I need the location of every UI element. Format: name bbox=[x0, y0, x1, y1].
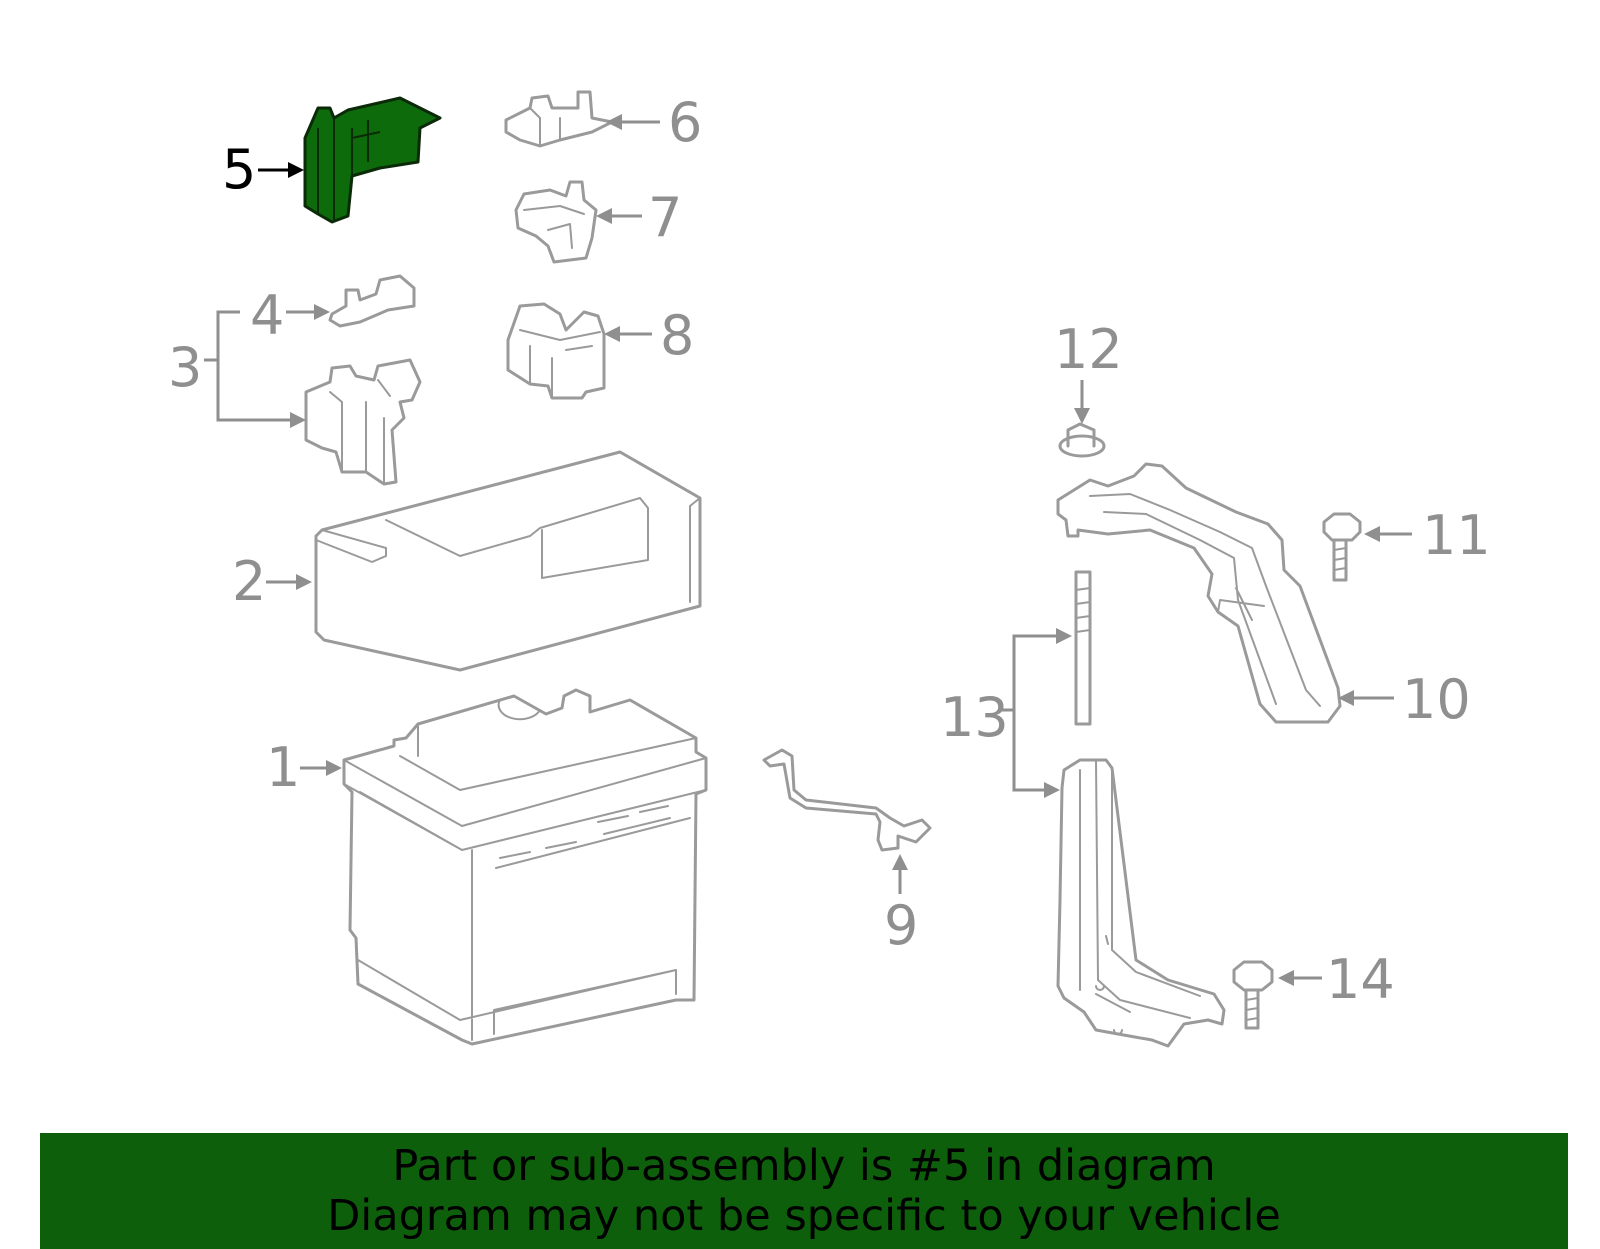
banner-line-1: Part or sub-assembly is #5 in diagram bbox=[392, 1141, 1216, 1191]
callout-label-12: 12 bbox=[1054, 318, 1123, 381]
part-5-highlighted[interactable] bbox=[303, 96, 442, 224]
part-7 bbox=[514, 180, 598, 264]
callout-label-10: 10 bbox=[1402, 668, 1471, 731]
banner-line-2: Diagram may not be specific to your vehi… bbox=[327, 1191, 1281, 1241]
callout-1: 1 bbox=[266, 736, 342, 799]
part-14 bbox=[1232, 960, 1274, 1030]
part-13 bbox=[1056, 570, 1226, 1048]
callout-label-8: 8 bbox=[660, 304, 694, 367]
part-2 bbox=[314, 450, 702, 672]
callout-label-1: 1 bbox=[266, 736, 300, 799]
callout-9: 9 bbox=[884, 854, 918, 957]
callout-label-5: 5 bbox=[222, 138, 256, 201]
callout-4: 4 bbox=[250, 284, 330, 347]
callout-label-2: 2 bbox=[232, 550, 266, 613]
callout-12: 12 bbox=[1054, 318, 1123, 424]
callout-label-7: 7 bbox=[648, 186, 682, 249]
callout-13: 13 bbox=[940, 628, 1072, 798]
info-banner: Part or sub-assembly is #5 in diagram Di… bbox=[40, 1133, 1568, 1249]
callout-2: 2 bbox=[232, 550, 312, 613]
callout-6: 6 bbox=[606, 91, 702, 154]
callout-11: 11 bbox=[1364, 504, 1491, 567]
callout-8: 8 bbox=[604, 304, 694, 367]
part-4 bbox=[328, 274, 416, 328]
part-10 bbox=[1056, 462, 1342, 724]
callout-label-11: 11 bbox=[1422, 504, 1491, 567]
callout-label-6: 6 bbox=[668, 91, 702, 154]
callout-3: 3 bbox=[168, 310, 306, 428]
part-6 bbox=[504, 90, 614, 148]
part-9 bbox=[762, 748, 932, 852]
callout-label-3: 3 bbox=[168, 336, 202, 399]
callout-label-13: 13 bbox=[940, 686, 1009, 749]
part-11 bbox=[1322, 512, 1362, 582]
callout-label-9: 9 bbox=[884, 894, 918, 957]
part-8 bbox=[506, 302, 606, 400]
callout-label-4: 4 bbox=[250, 284, 284, 347]
part-12 bbox=[1058, 422, 1106, 458]
part-1 bbox=[342, 688, 708, 1046]
part-3 bbox=[304, 358, 422, 486]
callout-14: 14 bbox=[1278, 948, 1395, 1011]
callout-5: 5 bbox=[222, 138, 304, 201]
callout-label-14: 14 bbox=[1326, 948, 1395, 1011]
callout-10: 10 bbox=[1338, 668, 1471, 731]
callout-7: 7 bbox=[596, 186, 682, 249]
